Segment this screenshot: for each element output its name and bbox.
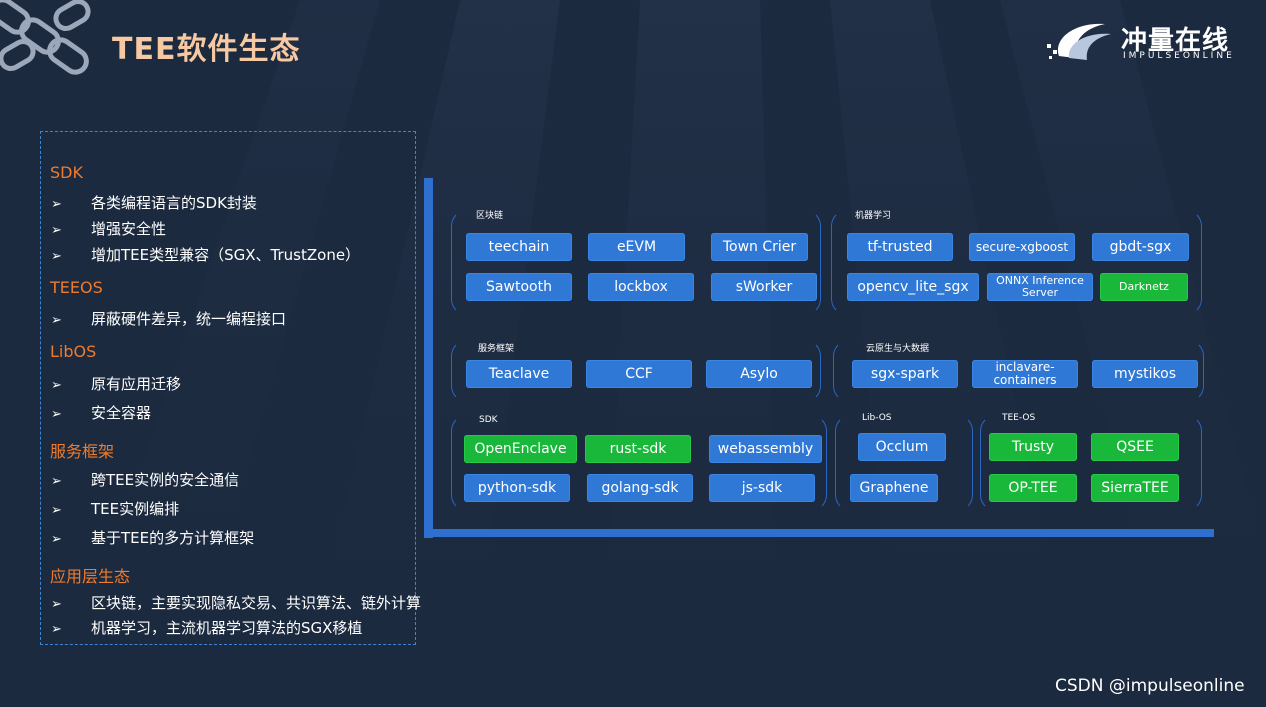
- group-lib-os: [835, 415, 973, 511]
- arrow-bullet-icon: ➢: [51, 622, 62, 637]
- bullet-item: ➢机器学习，主流机器学习算法的SGX移植: [51, 619, 363, 637]
- group-blockchain: [451, 210, 821, 315]
- arrow-bullet-icon: ➢: [51, 223, 62, 238]
- logo-chinese-name: 冲量在线: [1121, 26, 1230, 56]
- arrow-bullet-icon: ➢: [51, 249, 62, 264]
- chip-sierratee: SierraTEE: [1091, 474, 1179, 502]
- section-heading-service-framework: 服务框架: [50, 442, 115, 461]
- group-machine-learning: [831, 210, 1202, 315]
- chip-rust-sdk: rust-sdk: [585, 435, 691, 463]
- bullet-item: ➢各类编程语言的SDK封装: [51, 194, 257, 212]
- section-heading-application-ecosystem: 应用层生态: [50, 567, 131, 586]
- chip-graphene: Graphene: [850, 474, 938, 502]
- arrow-bullet-icon: ➢: [51, 378, 62, 393]
- company-logo: 冲量在线 IMPULSEONLINE: [1045, 18, 1245, 68]
- chip-opencv-lite-sgx: opencv_lite_sgx: [847, 273, 979, 301]
- chip-python-sdk: python-sdk: [464, 474, 570, 502]
- arrow-bullet-icon: ➢: [51, 532, 62, 547]
- impulse-logo-icon: [1047, 23, 1111, 60]
- chip-openenclave: OpenEnclave: [464, 435, 577, 463]
- chip-op-tee: OP-TEE: [989, 474, 1077, 502]
- chip-webassembly: webassembly: [709, 435, 822, 463]
- arrow-bullet-icon: ➢: [51, 474, 62, 489]
- bullet-item: ➢增强安全性: [51, 220, 167, 238]
- group-label-cloud-native-big-data: 云原生与大数据: [866, 344, 930, 354]
- chain-link-decoration: [0, 0, 91, 75]
- group-label-sdk: SDK: [479, 415, 498, 425]
- chip-lockbox: lockbox: [588, 273, 694, 301]
- arrow-bullet-icon: ➢: [51, 407, 62, 422]
- chip-qsee: QSEE: [1091, 433, 1179, 461]
- chip-ccf: CCF: [586, 360, 692, 388]
- chip-gbdt-sgx: gbdt-sgx: [1092, 233, 1189, 261]
- group-cloud-native-big-data: [833, 340, 1204, 402]
- bullet-item: ➢安全容器: [51, 404, 152, 422]
- group-sdk: [451, 415, 827, 511]
- diagram-horizontal-axis: [424, 529, 1214, 537]
- chip-asylo: Asylo: [706, 360, 812, 388]
- chip-trusty: Trusty: [989, 433, 1077, 461]
- arrow-bullet-icon: ➢: [51, 503, 62, 518]
- arrow-bullet-icon: ➢: [51, 597, 62, 612]
- chip-onnx-inference-server: ONNX Inference Server: [987, 273, 1093, 301]
- csdn-watermark: CSDN @impulseonline: [1055, 676, 1245, 696]
- chip-darknetz: Darknetz: [1100, 273, 1188, 301]
- chip-golang-sdk: golang-sdk: [587, 474, 693, 502]
- arrow-bullet-icon: ➢: [51, 197, 62, 212]
- logo-english-name: IMPULSEONLINE: [1123, 51, 1235, 61]
- bullet-item: ➢TEE实例编排: [51, 500, 180, 518]
- arrow-bullet-icon: ➢: [51, 313, 62, 328]
- chip-eevm: eEVM: [588, 233, 685, 261]
- chip-sgx-spark: sgx-spark: [852, 360, 958, 388]
- section-heading-teeos: TEEOS: [50, 278, 103, 297]
- chip-town-crier: Town Crier: [711, 233, 808, 261]
- chip-sworker: sWorker: [711, 273, 817, 301]
- chip-mystikos: mystikos: [1092, 360, 1198, 388]
- chip-teaclave: Teaclave: [466, 360, 572, 388]
- chip-teechain: teechain: [466, 233, 572, 261]
- bullet-item: ➢基于TEE的多方计算框架: [51, 529, 255, 547]
- bullet-item: ➢区块链，主要实现隐私交易、共识算法、链外计算: [51, 594, 422, 612]
- group-service-framework: [451, 340, 821, 402]
- bullet-item: ➢跨TEE实例的安全通信: [51, 471, 240, 489]
- chip-tf-trusted: tf-trusted: [847, 233, 953, 261]
- outline-panel: SDK ➢各类编程语言的SDK封装 ➢增强安全性 ➢增加TEE类型兼容（SGX、…: [40, 131, 421, 645]
- group-label-machine-learning: 机器学习: [855, 211, 892, 221]
- bullet-item: ➢增加TEE类型兼容（SGX、TrustZone）: [51, 246, 361, 264]
- group-label-blockchain: 区块链: [476, 211, 504, 221]
- bullet-item: ➢屏蔽硬件差异，统一编程接口: [51, 310, 287, 328]
- diagram-vertical-axis: [424, 178, 433, 538]
- chip-js-sdk: js-sdk: [709, 474, 815, 502]
- chip-occlum: Occlum: [858, 433, 946, 461]
- group-label-tee-os: TEE-OS: [1002, 413, 1036, 423]
- group-tee-os: [980, 415, 1202, 511]
- group-label-lib-os: Lib-OS: [862, 413, 892, 423]
- page-title: TEE软件生态: [112, 32, 301, 67]
- chip-inclavare-containers: inclavare-containers: [972, 360, 1078, 388]
- group-label-service-framework: 服务框架: [478, 344, 515, 354]
- chip-secure-xgboost: secure-xgboost: [969, 233, 1075, 261]
- chip-sawtooth: Sawtooth: [466, 273, 572, 301]
- section-heading-sdk: SDK: [50, 163, 83, 182]
- section-heading-libos: LibOS: [50, 342, 97, 361]
- bullet-item: ➢原有应用迁移: [51, 375, 182, 393]
